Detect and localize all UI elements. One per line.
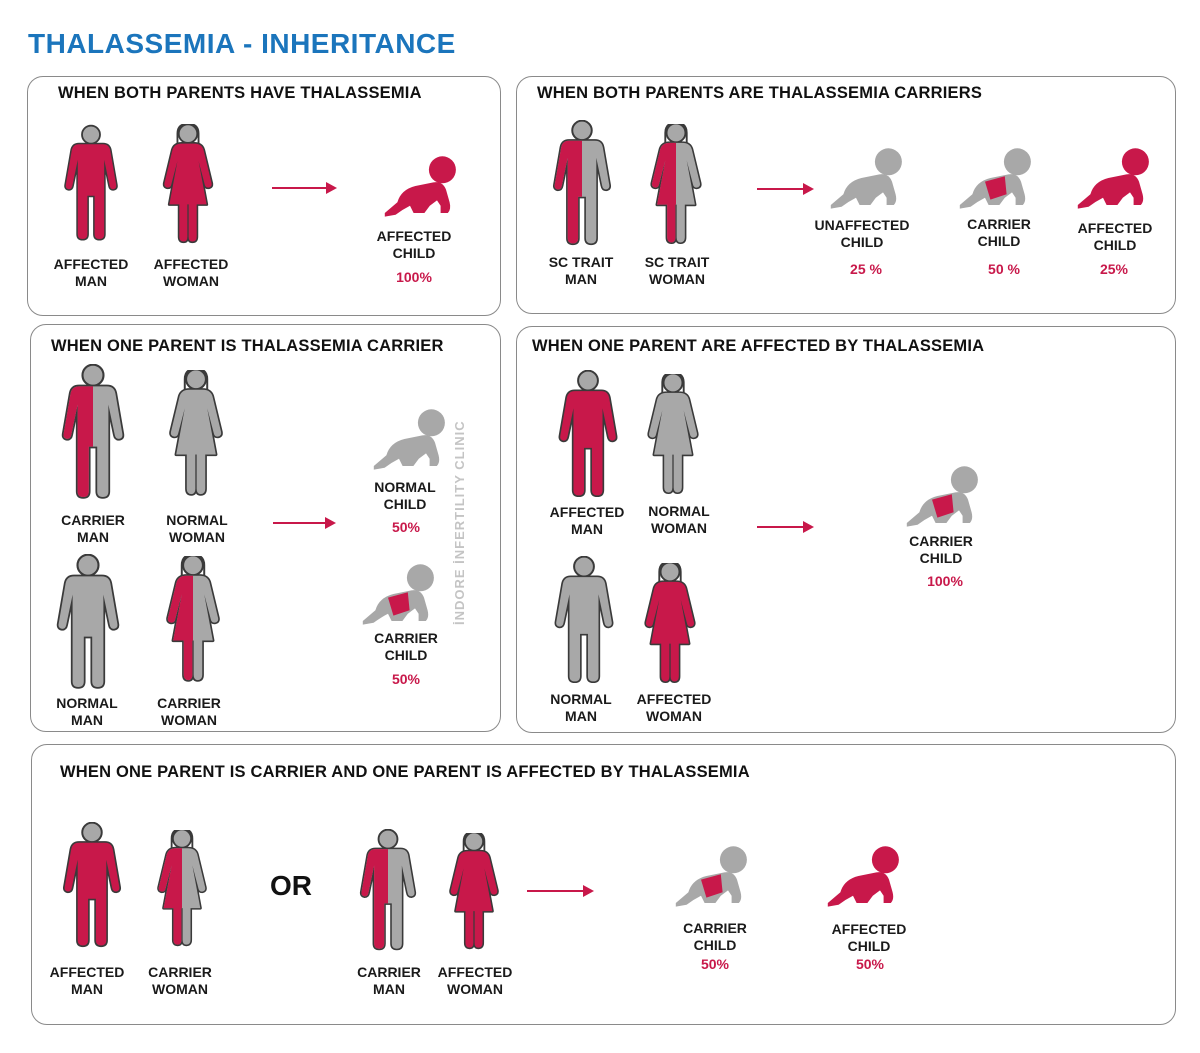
- man-icon: [61, 364, 125, 499]
- baby-icon: [362, 564, 434, 625]
- baby-icon: [830, 148, 902, 209]
- child-percentage: 50%: [855, 956, 885, 972]
- child-percentage: 50%: [391, 671, 421, 687]
- panel-title: WHEN BOTH PARENTS HAVE THALASSEMIA: [58, 84, 422, 102]
- baby-icon: [373, 409, 445, 470]
- page-title: THALASSEMIA - INHERITANCE: [28, 28, 456, 59]
- man-icon: [56, 554, 120, 689]
- arrow-icon: [273, 517, 336, 529]
- panel-title: WHEN ONE PARENT IS CARRIER AND ONE PAREN…: [60, 763, 750, 781]
- arrow-icon: [757, 521, 814, 533]
- woman-icon: [162, 124, 214, 244]
- watermark: İNDORE İNFERTILITY CLINIC: [452, 420, 467, 625]
- child-percentage: 50%: [700, 956, 730, 972]
- child-percentage: 100%: [396, 269, 432, 285]
- child-percentage: 50%: [391, 519, 421, 535]
- baby-icon: [959, 148, 1031, 209]
- baby-icon: [675, 846, 747, 907]
- woman-icon: [169, 370, 223, 496]
- arrow-icon: [757, 183, 814, 195]
- baby-icon: [906, 466, 978, 527]
- baby-icon: [827, 846, 899, 907]
- panel-one-affected: [516, 326, 1176, 733]
- woman-icon: [157, 830, 207, 947]
- woman-icon: [644, 563, 696, 684]
- child-percentage: 100%: [927, 573, 963, 589]
- woman-icon: [449, 833, 499, 950]
- man-icon: [554, 556, 614, 684]
- child-percentage: 25%: [1099, 261, 1129, 277]
- baby-icon: [1077, 148, 1149, 209]
- panel-title: WHEN ONE PARENT IS THALASSEMIA CARRIER: [51, 337, 444, 355]
- child-percentage: 50 %: [988, 261, 1020, 277]
- panel-title: WHEN BOTH PARENTS ARE THALASSEMIA CARRIE…: [537, 84, 983, 102]
- panel-carrier-and-affected: [31, 744, 1176, 1025]
- panel-title: WHEN ONE PARENT ARE AFFECTED BY THALASSE…: [532, 337, 985, 355]
- arrow-icon: [527, 885, 594, 897]
- child-percentage: 25 %: [850, 261, 882, 277]
- woman-icon: [650, 124, 702, 245]
- man-icon: [359, 829, 417, 951]
- or-label: OR: [270, 870, 312, 901]
- man-icon: [552, 120, 612, 246]
- woman-icon: [647, 374, 699, 495]
- man-icon: [64, 124, 118, 241]
- baby-icon: [384, 156, 456, 217]
- woman-icon: [166, 556, 220, 682]
- arrow-icon: [272, 182, 337, 194]
- man-icon: [62, 822, 122, 948]
- man-icon: [558, 370, 618, 498]
